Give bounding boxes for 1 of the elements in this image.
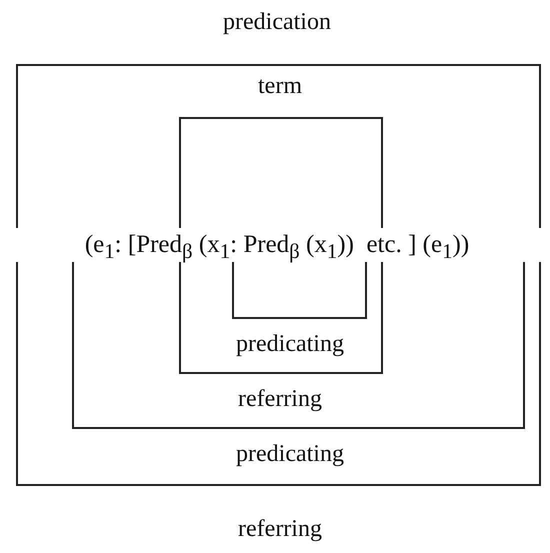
formula-text: (e$_{1}$: [Pred$_{β}$ (x$_{1}$: Pred$_{β}$ (x$_{1}$)) etc. ] (e$_{1}$)) (84, 231, 470, 265)
